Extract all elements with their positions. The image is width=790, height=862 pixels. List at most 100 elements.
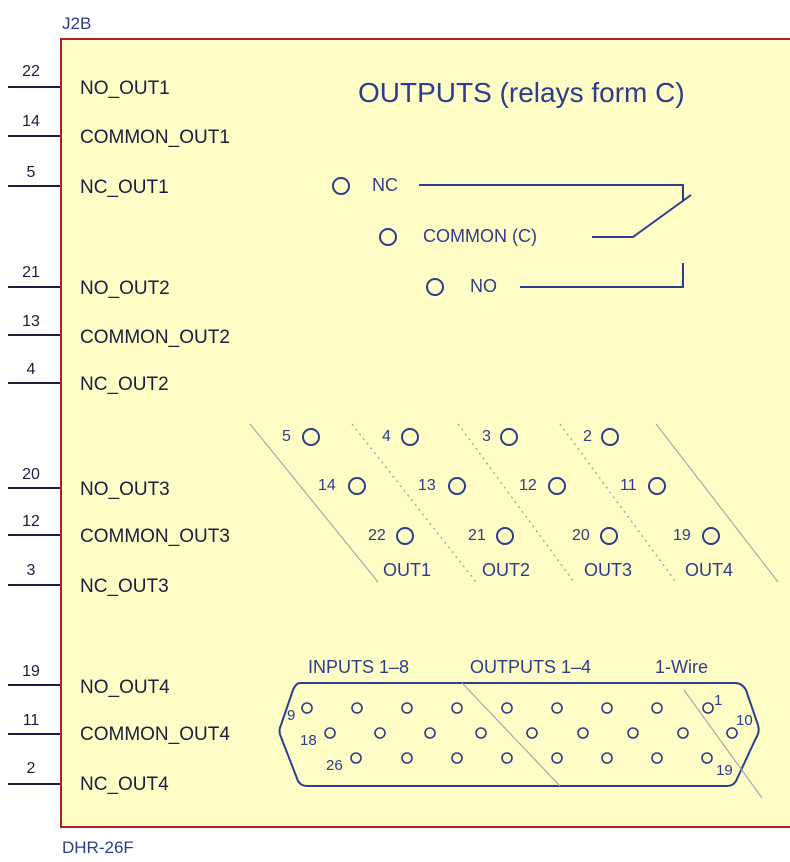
pin-line — [8, 487, 60, 489]
dsub-pin — [702, 702, 714, 714]
ref-designator-bottom: DHR-26F — [62, 838, 134, 857]
grid-dotted-separator — [457, 423, 575, 583]
pin-line — [8, 783, 60, 785]
grid-pin — [601, 428, 619, 446]
pin-number: 11 — [22, 712, 40, 729]
grid-pin-label: 2 — [583, 428, 592, 445]
dsub-pin — [401, 702, 413, 714]
grid-pin — [396, 527, 414, 545]
grid-separator — [249, 423, 379, 583]
grid-pin-label: 13 — [418, 477, 436, 494]
dsub-pin — [526, 727, 538, 739]
outputs-title: OUTPUTS (relays form C) — [358, 77, 685, 108]
pin-label: COMMON_OUT4 — [80, 724, 230, 745]
relay-nc-wire — [419, 184, 684, 201]
pin-number: 19 — [22, 663, 40, 680]
dsub-pin — [701, 752, 713, 764]
connector-body — [60, 38, 790, 828]
dsub-pin — [501, 702, 513, 714]
pin-number: 21 — [22, 264, 40, 281]
grid-separator — [655, 423, 779, 583]
dsub-pin-label: 9 — [287, 707, 296, 724]
pin-line — [8, 534, 60, 536]
grid-pin-label: 21 — [468, 527, 486, 544]
pin-number: 4 — [26, 361, 36, 378]
grid-pin — [448, 477, 466, 495]
dsub-pin — [424, 727, 436, 739]
grid-pin — [302, 428, 320, 446]
dsub-pin — [451, 752, 463, 764]
pin-label: NO_OUT2 — [80, 278, 170, 299]
pin-number: 5 — [26, 164, 36, 181]
pin-number: 13 — [22, 313, 40, 330]
relay-nc-terminal — [332, 177, 350, 195]
grid-pin — [401, 428, 419, 446]
pin-label: COMMON_OUT3 — [80, 526, 230, 547]
dsub-pin — [401, 752, 413, 764]
dsub-connector-outline — [278, 682, 760, 787]
dsub-pin-label: 19 — [716, 762, 733, 779]
grid-dotted-separator — [351, 423, 477, 583]
pin-label: NO_OUT1 — [80, 78, 170, 99]
pin-number: 3 — [26, 562, 36, 579]
pin-label: COMMON_OUT2 — [80, 327, 230, 348]
pin-line — [8, 584, 60, 586]
grid-pin-label: 3 — [482, 428, 491, 445]
grid-pin-label: 19 — [673, 527, 691, 544]
dsub-pin — [551, 702, 563, 714]
ref-designator-top: J2B — [62, 14, 92, 33]
relay-nc-label: NC — [372, 175, 398, 195]
pin-number: 12 — [22, 513, 40, 530]
grid-pin — [348, 477, 366, 495]
pin-number: 22 — [22, 63, 40, 80]
grid-output-label: OUT3 — [584, 560, 633, 580]
dsub-pin — [350, 752, 362, 764]
pin-line — [8, 334, 60, 336]
dsub-pin — [351, 702, 363, 714]
pin-line — [8, 286, 60, 288]
pin-line — [8, 382, 60, 384]
dsub-group-separator — [683, 689, 763, 799]
relay-common-label: COMMON (C) — [423, 226, 537, 246]
grid-pin — [548, 477, 566, 495]
pin-label: NC_OUT4 — [80, 774, 169, 795]
dsub-pin — [627, 727, 639, 739]
grid-pin-label: 12 — [519, 477, 537, 494]
grid-output-label: OUT1 — [383, 560, 432, 580]
dsub-pin — [451, 702, 463, 714]
relay-switch-arm — [592, 194, 692, 238]
relay-no-label: NO — [470, 276, 497, 296]
dsub-pin — [677, 727, 689, 739]
dsub-group-outputs: OUTPUTS 1–4 — [470, 657, 592, 677]
relay-common-terminal — [379, 228, 397, 246]
grid-pin — [648, 477, 666, 495]
dsub-pin — [651, 702, 663, 714]
grid-output-label: OUT2 — [482, 560, 531, 580]
grid-pin-label: 14 — [318, 477, 336, 494]
grid-pin — [500, 428, 518, 446]
grid-pin-label: 20 — [572, 527, 590, 544]
grid-pin — [496, 527, 514, 545]
pin-number: 2 — [26, 760, 36, 777]
dsub-pin — [374, 727, 386, 739]
pin-line — [8, 185, 60, 187]
grid-pin-label: 11 — [620, 477, 637, 494]
dsub-pin-label: 1 — [714, 692, 723, 709]
dsub-pin — [551, 752, 563, 764]
pin-label: NC_OUT2 — [80, 374, 169, 395]
grid-pin — [600, 527, 618, 545]
grid-pin-label: 5 — [282, 428, 291, 445]
dsub-group-inputs: INPUTS 1–8 — [308, 657, 410, 677]
dsub-pin — [501, 752, 513, 764]
dsub-pin-label: 10 — [736, 712, 753, 729]
dsub-pin — [601, 702, 613, 714]
dsub-pin — [651, 752, 663, 764]
grid-output-label: OUT4 — [685, 560, 734, 580]
dsub-pin — [577, 727, 589, 739]
pin-line — [8, 86, 60, 88]
relay-no-terminal — [426, 278, 444, 296]
dsub-pin — [324, 727, 336, 739]
grid-dotted-separator — [559, 423, 677, 583]
pin-label: NO_OUT4 — [80, 677, 170, 698]
